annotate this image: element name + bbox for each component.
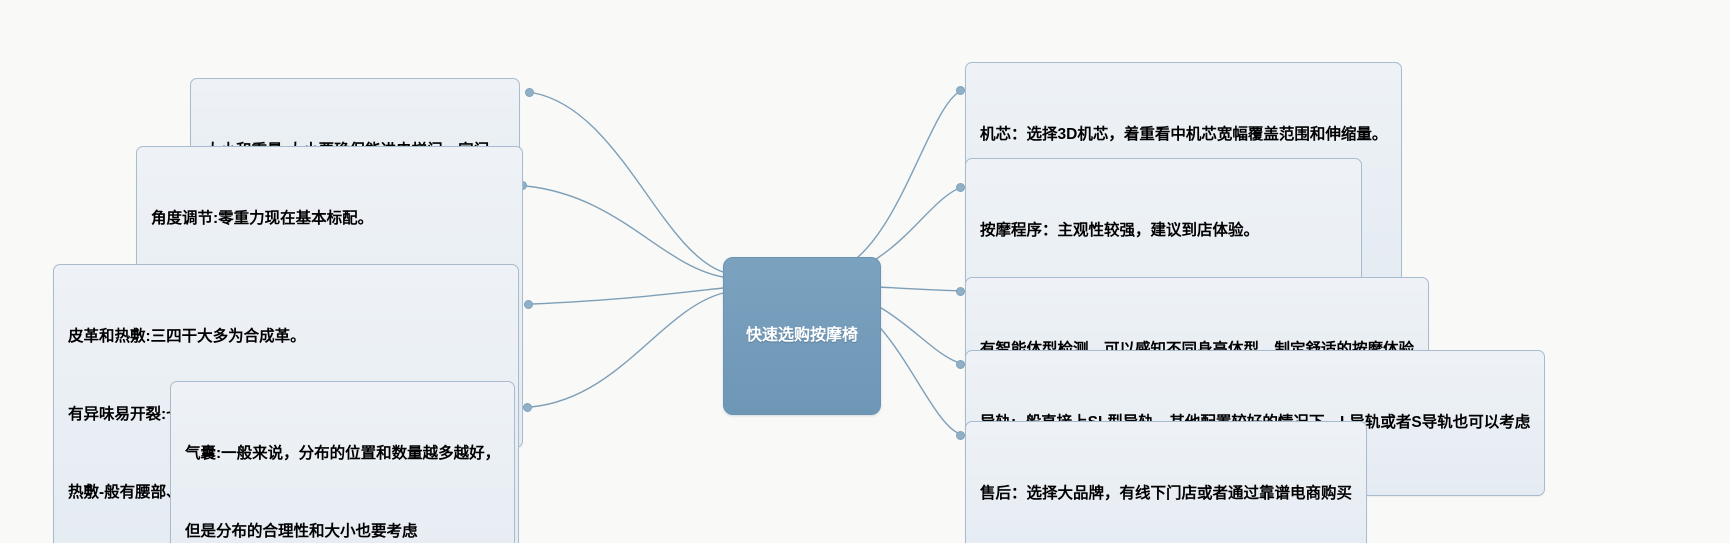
- connector-dot-airbag: [523, 403, 532, 412]
- connector-dot-after-sales: [956, 431, 965, 440]
- node-after-sales[interactable]: 售后：选择大品牌，有线下门店或者通过靠谱电商购买: [965, 421, 1368, 543]
- node-airbag-line-1: 气囊:一般来说，分布的位置和数量越多越好，: [185, 445, 501, 462]
- node-airbag-line-2: 但是分布的合理性和大小也要考虑: [185, 523, 418, 540]
- connector-angle-adjust: [525, 185, 724, 278]
- node-leather-heat-line-1: 皮革和热敷:三四干大多为合成革。: [68, 328, 306, 345]
- connector-size-weight: [533, 92, 724, 273]
- node-after-sales-line-1: 售后：选择大品牌，有线下门店或者通过靠谱电商购买: [980, 485, 1353, 502]
- node-angle-adjust-line-1: 角度调节:零重力现在基本标配。: [151, 210, 374, 227]
- node-massage-program-line-1: 按摩程序：主观性较强，建议到店体验。: [980, 222, 1260, 239]
- connector-movement: [837, 89, 964, 271]
- node-movement-line-1: 机芯：选择3D机芯，着重看中机芯宽幅覆盖范围和伸缩量。: [980, 126, 1388, 143]
- connector-dot-movement: [956, 86, 965, 95]
- node-airbag[interactable]: 气囊:一般来说，分布的位置和数量越多越好， 但是分布的合理性和大小也要考虑: [170, 381, 516, 543]
- center-node-label: 快速选购按摩椅: [746, 327, 859, 344]
- connector-dot-body-detection: [956, 287, 965, 296]
- connector-dot-rail: [956, 360, 965, 369]
- connector-dot-size-weight: [525, 88, 534, 97]
- connector-dot-massage-program: [956, 183, 965, 192]
- center-node[interactable]: 快速选购按摩椅: [723, 257, 882, 415]
- connector-leather-heat: [531, 287, 724, 305]
- connector-airbag: [530, 292, 724, 408]
- connector-dot-leather-heat: [524, 300, 533, 309]
